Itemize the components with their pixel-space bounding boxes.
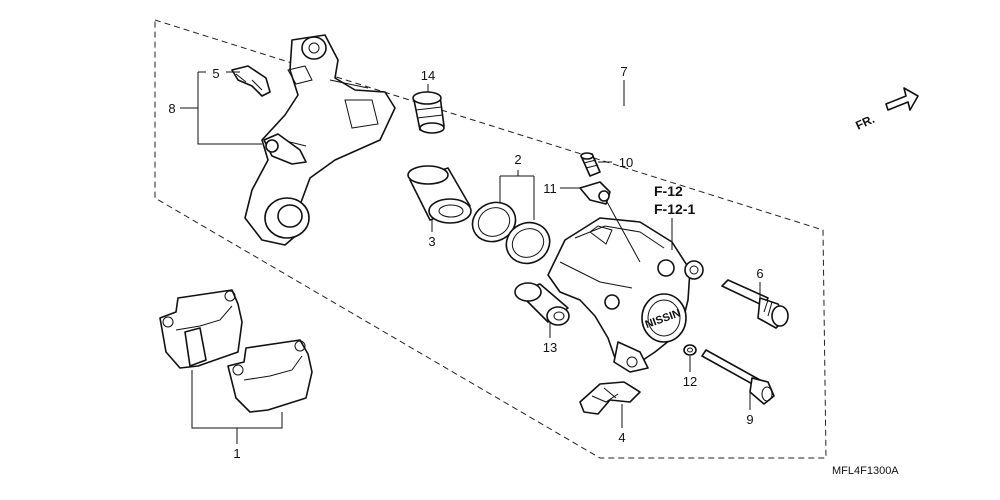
assembly-frame (154, 19, 827, 459)
pad-spring (579, 381, 641, 415)
bracket-clip (231, 65, 271, 97)
callout-8: 8 (168, 101, 175, 116)
slide-pin-upper (721, 279, 789, 329)
front-direction-label: FR. (853, 112, 876, 133)
caliper-body: NISSIN (547, 217, 704, 373)
callout-12: 12 (683, 374, 697, 389)
pad-pin (701, 349, 775, 405)
front-direction-indicator: FR. (853, 87, 919, 133)
callout-2: 2 (514, 152, 521, 167)
caliper-bracket (244, 34, 396, 246)
brake-pads (159, 289, 313, 413)
callout-1: 1 (233, 446, 240, 461)
callout-3: 3 (428, 234, 435, 249)
callout-7: 7 (620, 64, 627, 79)
callout-labels: 1 2 3 4 5 6 7 8 9 10 11 12 13 14 (168, 64, 763, 461)
washer (683, 344, 697, 356)
callout-10: 10 (619, 155, 633, 170)
callout-4: 4 (618, 430, 625, 445)
piston-seals (471, 201, 551, 265)
callout-5: 5 (212, 66, 219, 81)
bleeder-valve (580, 152, 601, 177)
leader-lines (180, 71, 761, 444)
caliper-sleeve (514, 282, 570, 326)
reference-f12-1: F-12-1 (654, 201, 695, 217)
reference-f12: F-12 (654, 183, 683, 199)
diagram-code: MFL4F1300A (832, 465, 899, 477)
callout-9: 9 (746, 412, 753, 427)
callout-14: 14 (421, 68, 435, 83)
callout-11: 11 (543, 181, 557, 196)
piston (407, 165, 472, 224)
bleeder-cap (579, 181, 611, 205)
callout-13: 13 (543, 340, 557, 355)
boot (412, 91, 445, 134)
callout-6: 6 (756, 266, 763, 281)
